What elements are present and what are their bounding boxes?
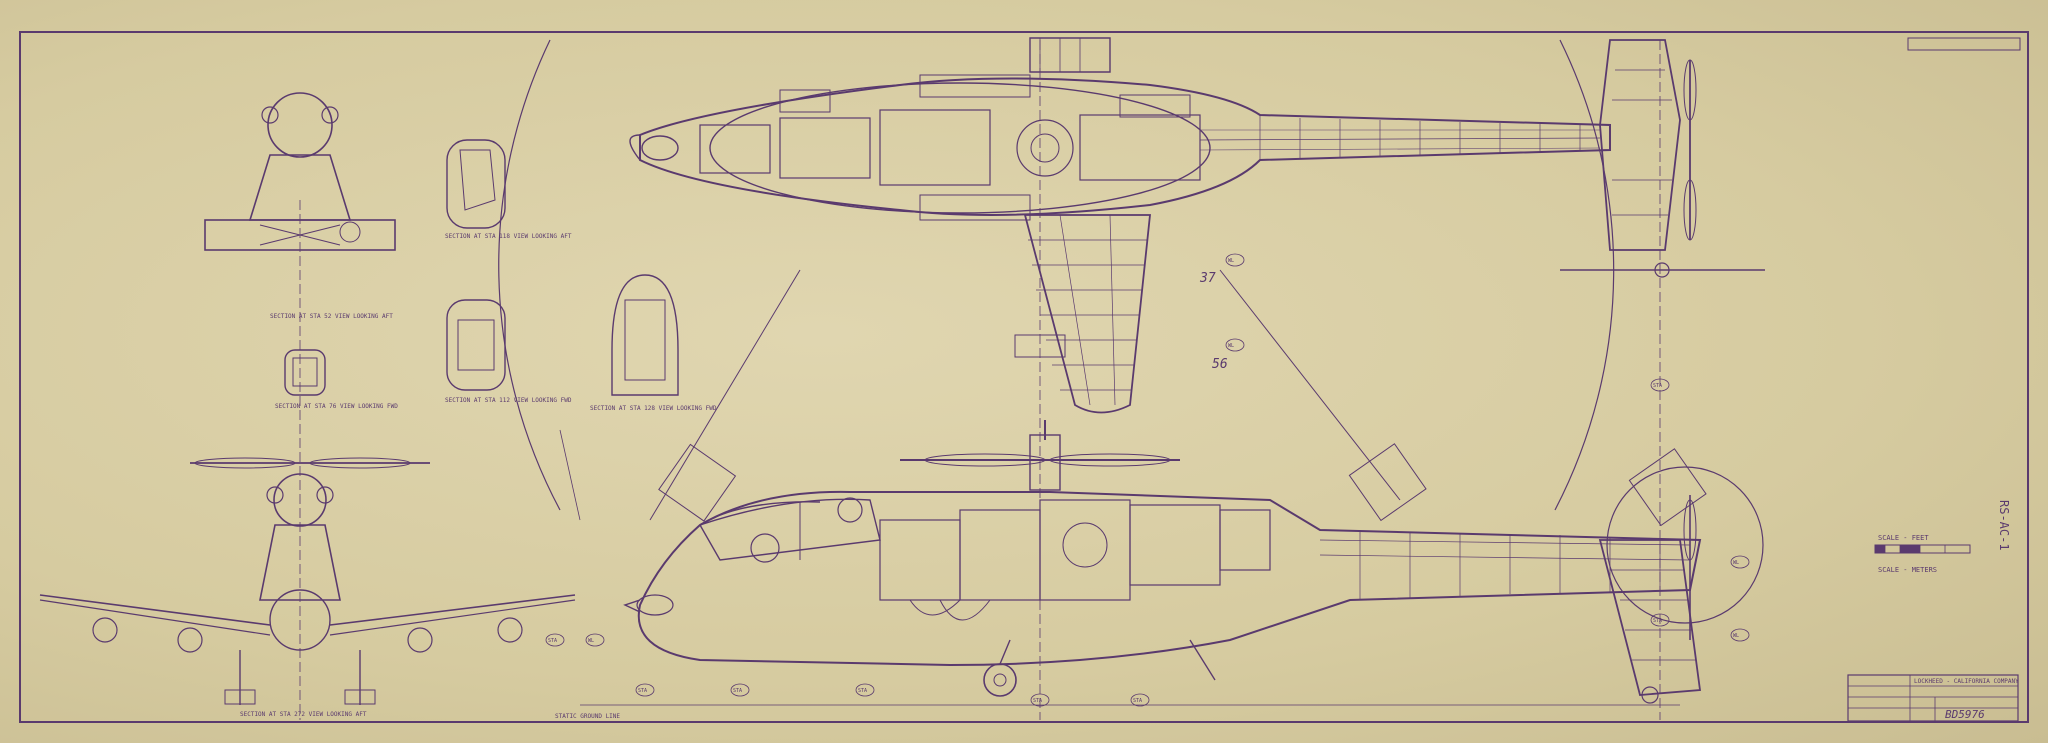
station-tag: STA [1030, 693, 1050, 707]
svg-text:WL: WL [1228, 343, 1234, 349]
section-label-mid: SECTION AT STA 112 VIEW LOOKING FWD [445, 397, 572, 404]
station-tag: STA [730, 683, 750, 697]
front-view-top [204, 92, 396, 251]
title-block: LOCKHEED - CALIFORNIA COMPANY BD5976 [1847, 674, 2019, 722]
diagonal-line [649, 269, 801, 521]
svg-text:STA: STA [733, 688, 742, 694]
front-view-bottom [39, 457, 576, 705]
svg-text:WL: WL [1733, 560, 1739, 566]
section-label-fwd-top: SECTION AT STA 118 VIEW LOOKING AFT [445, 233, 572, 240]
outer-border [19, 31, 2029, 723]
scale-top-label: SCALE - FEET [1878, 534, 1929, 542]
station-tag: WL [585, 633, 605, 647]
handwritten-note: 56 [1212, 357, 1228, 372]
station-tag: WL [1225, 338, 1245, 352]
station-tag: STA [1650, 378, 1670, 392]
top-view-helicopter [629, 37, 1765, 414]
construction-arc-left [498, 39, 561, 511]
section-label-small-oval: SECTION AT STA 76 VIEW LOOKING FWD [275, 403, 398, 410]
handwritten-note: 37 [1199, 271, 1216, 286]
svg-text:WL: WL [1733, 633, 1739, 639]
side-view-helicopter [559, 420, 1764, 706]
svg-text:STA: STA [858, 688, 867, 694]
section-label-front-bottom: SECTION AT STA 272 VIEW LOOKING AFT [240, 711, 367, 718]
svg-text:STA: STA [1653, 618, 1662, 624]
station-tag: WL [1225, 253, 1245, 267]
company-name: LOCKHEED - CALIFORNIA COMPANY [1914, 678, 2019, 685]
svg-text:STA: STA [638, 688, 647, 694]
svg-text:WL: WL [1228, 258, 1234, 264]
svg-text:STA: STA [1653, 383, 1662, 389]
section-label-front-top: SECTION AT STA 52 VIEW LOOKING AFT [270, 313, 393, 320]
station-tag: WL [1730, 555, 1750, 569]
station-tag: WL [1730, 628, 1750, 642]
station-tag: STA [635, 683, 655, 697]
section-label-center: SECTION AT STA 128 VIEW LOOKING FWD [590, 405, 717, 412]
station-tag: STA [545, 633, 565, 647]
svg-text:STA: STA [1133, 698, 1142, 704]
construction-arc-right [1554, 39, 1615, 511]
ground-line-label: STATIC GROUND LINE [555, 713, 620, 720]
svg-text:STA: STA [1033, 698, 1042, 704]
corner-box [1907, 37, 2021, 51]
vertical-code: RS-AC-1 [1997, 500, 2011, 551]
station-tag: STA [1650, 613, 1670, 627]
station-tag: STA [855, 683, 875, 697]
station-tag: STA [1130, 693, 1150, 707]
scale-bottom-label: SCALE - METERS [1878, 566, 1937, 574]
diagonal-line [1219, 269, 1401, 501]
station-tags: WL WL STA STA WL STA STA STA STA STA WL … [545, 253, 1750, 707]
scale-bar: SCALE - FEET SCALE - METERS [1874, 534, 1971, 574]
svg-text:WL: WL [588, 638, 594, 644]
section-details [284, 139, 679, 396]
svg-text:STA: STA [548, 638, 557, 644]
drawing-number: BD5976 [1945, 708, 1985, 721]
